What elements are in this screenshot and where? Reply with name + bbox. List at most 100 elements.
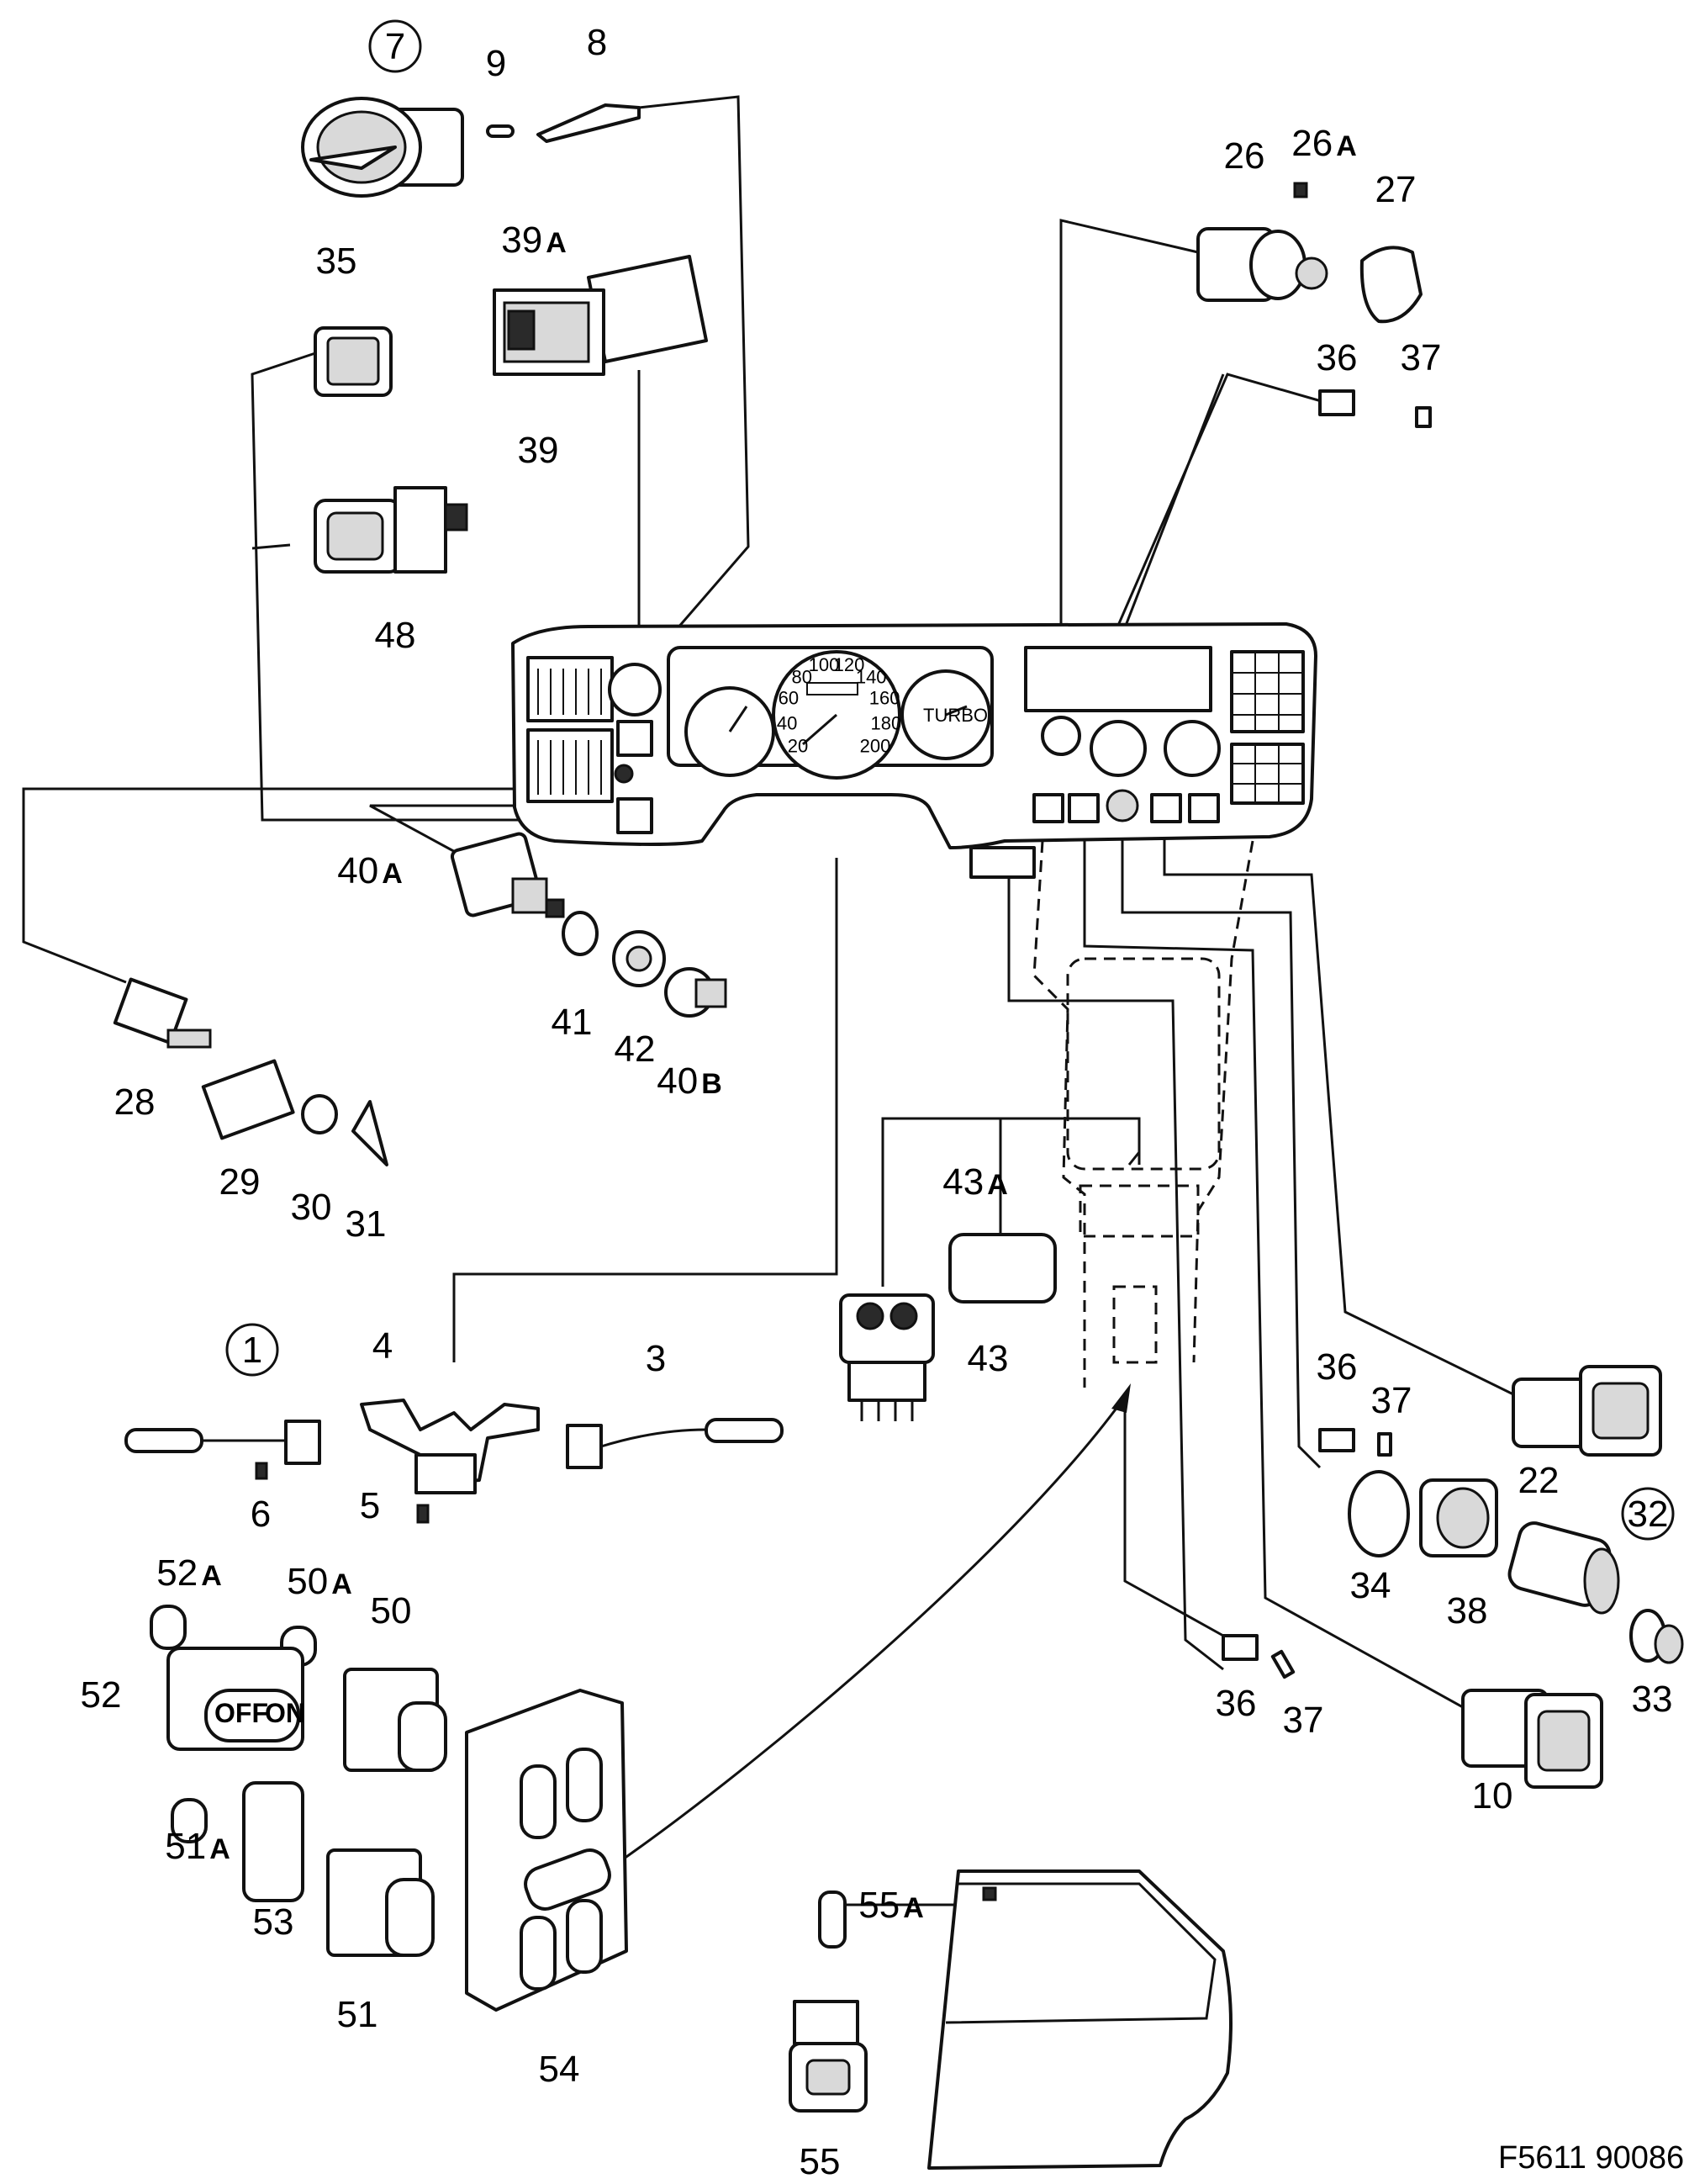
speed-tick-label: 180 [871,713,902,734]
dash-knob-temp [1164,720,1221,777]
leader-line [1123,1398,1224,1637]
speed-tick-label: 120 [834,654,865,675]
leader-line [1127,1151,1141,1166]
callout-38: 38 [1447,1590,1488,1631]
speed-tick-label: 160 [869,688,900,709]
nut-30 [301,1094,338,1134]
callout-48: 48 [375,615,416,656]
climate-display-unit [493,255,708,376]
dash-knob-small [1041,716,1081,756]
leader-line [1007,849,1224,1671]
headlight-switch-40a [450,832,565,918]
leader-line [251,543,291,550]
callout-9: 9 [486,43,506,84]
knob-27 [1359,246,1423,324]
callout-30: 30 [291,1187,332,1228]
bezel-29 [201,1059,295,1140]
leader-line [251,352,626,822]
callout-7: 7 [385,26,405,67]
knob-31 [351,1100,388,1166]
callout-33: 33 [1632,1679,1673,1720]
callout-53: 53 [253,1901,294,1943]
knob-40b [664,967,727,1018]
callout-36: 36 [1216,1683,1257,1724]
dash-knob-fan [1090,720,1147,777]
bulb-37 [1415,406,1432,428]
switch-50 [343,1668,447,1772]
figure-reference-code: F5611 90086 [1498,2140,1684,2176]
callout-4: 4 [372,1325,393,1367]
air-vent-right-upper [1230,650,1305,733]
callout-29: 29 [219,1161,261,1203]
speed-tick-label: 80 [792,666,812,687]
hazard-switch [1150,793,1182,823]
vent-grid [1232,652,1303,803]
bulb-holder-36 [1222,1634,1259,1661]
console-switch-outline [1079,1184,1200,1238]
callout-50: 50 [371,1590,412,1631]
switch-lens [326,336,380,386]
speed-tick-label: 140 [856,666,887,687]
gauge-needle [945,705,968,717]
air-vent-left-upper [526,656,614,722]
center-console-outline [1032,840,1254,1388]
switch-panel-54 [465,1689,628,2012]
lighter-plug-33 [1629,1609,1684,1664]
leader-line [881,1117,1141,1287]
leader-line [452,858,838,1362]
door-switch-mount [982,1886,997,1901]
vent-slats [537,669,602,795]
bulb-37 [1377,1432,1392,1457]
callout-54: 54 [539,2049,580,2090]
door-lamp-55 [789,2000,868,2113]
bulb-37 [1270,1649,1296,1679]
leader-line [617,1399,1124,1864]
callout-32: 32 [1628,1494,1669,1535]
callout-52: 52 [81,1674,122,1716]
rheostat-28 [113,977,212,1049]
turbo-gauge-label: TURBO [923,705,988,726]
callout-1: 1 [242,1330,262,1371]
leader-line [1059,219,1199,719]
arrow-head-icon [1111,1383,1131,1413]
leader-line [1083,837,1464,1709]
ignition-socket [608,663,662,717]
callout-35: 35 [316,241,357,282]
lighter-housing-38 [1419,1478,1498,1557]
console-tray-outline [1066,957,1221,1171]
washer-41 [562,911,599,956]
switch-48 [314,486,468,574]
callout-22: 22 [1518,1460,1560,1501]
leader-line [22,787,626,984]
callout-34: 34 [1350,1565,1391,1606]
callout-6: 6 [251,1494,271,1535]
callout-circle-icon [225,1323,279,1377]
callout-55: 55 [800,2141,841,2182]
door-window-frame [945,1882,1217,2024]
steering-column-switches [124,1399,784,1524]
switch-51 [326,1848,435,1957]
nut-hole [626,945,652,972]
callout-37: 37 [1401,337,1442,378]
bulb-51a [171,1798,208,1843]
leader-line [1070,373,1325,732]
dash-switch [1032,793,1064,823]
callout-circle-icon [1621,1487,1675,1541]
switch-52: OFF ON [166,1647,305,1751]
callout-28: 28 [114,1081,156,1123]
leader-line [1121,837,1322,1469]
gauge-needle [802,713,837,746]
lighter-socket-32 [1507,1521,1620,1615]
switch-43 [839,1293,935,1421]
callout-43: 43 [968,1338,1009,1379]
light-switch-26 [1196,182,1328,302]
